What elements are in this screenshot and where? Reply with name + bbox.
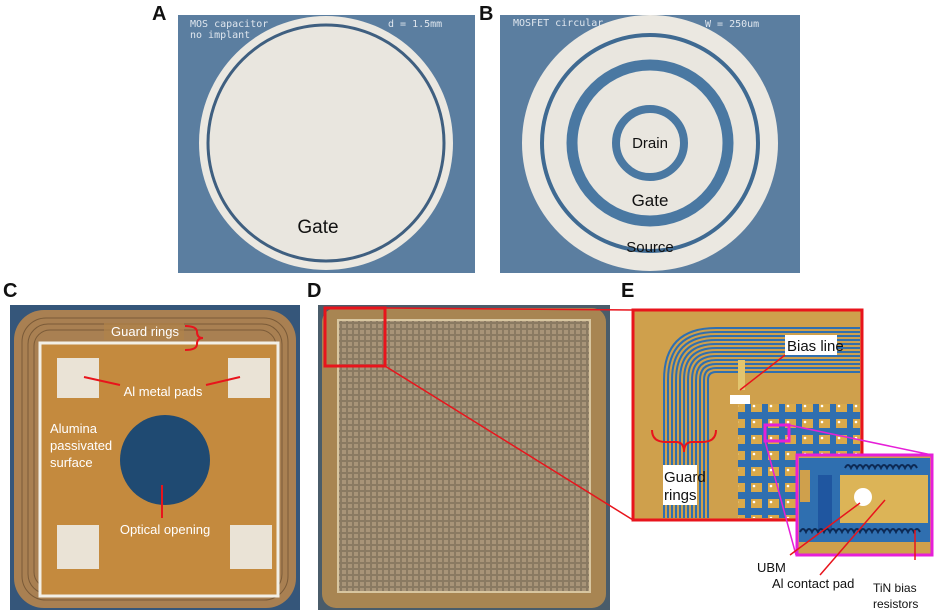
alumina-label: passivated bbox=[50, 438, 112, 453]
panel-label-e: E bbox=[621, 280, 635, 302]
caption-label: no implant bbox=[190, 30, 250, 41]
guard-rings-label: Guard rings bbox=[111, 324, 179, 339]
panel-c-sensor-photo: Guard rings Al metal pads Alumina passiv… bbox=[10, 305, 300, 610]
panel-a-mos-capacitor: MOS capacitor no implant d = 1.5mm Gate bbox=[178, 15, 475, 273]
arrow bbox=[83, 376, 121, 386]
alumina-label: surface bbox=[50, 455, 93, 470]
dimension-label: W = 250um bbox=[705, 19, 759, 30]
alumina-label: Alumina bbox=[50, 421, 98, 436]
tin-resistors-label: TiN bias bbox=[873, 581, 917, 595]
al-contact-pad-label: Al contact pad bbox=[772, 576, 854, 591]
gate-label: Gate bbox=[297, 217, 338, 238]
inset-pixel-detail bbox=[795, 453, 934, 557]
panel-d-pixel-array bbox=[318, 305, 634, 610]
source-label: Source bbox=[626, 239, 674, 256]
dimension-label: d = 1.5mm bbox=[388, 19, 442, 30]
panel-label-c: C bbox=[3, 280, 18, 302]
caption-label: MOS capacitor bbox=[190, 19, 268, 30]
panel-b-mosfet-circular: MOSFET circular W = 250um Drain Gate Sou… bbox=[500, 15, 800, 273]
panel-label-b: B bbox=[479, 3, 494, 25]
panel-e-detail: Bias line Guard rings UBM Al contact pad… bbox=[631, 308, 934, 611]
bias-line-label: Bias line bbox=[787, 338, 844, 355]
brace bbox=[651, 429, 717, 453]
gate-label: Gate bbox=[632, 191, 669, 210]
drain-label: Drain bbox=[632, 135, 668, 152]
optical-opening-label: Optical opening bbox=[120, 522, 210, 537]
guard-rings-label: rings bbox=[664, 487, 697, 504]
al-pads-label: Al metal pads bbox=[124, 384, 203, 399]
arrow bbox=[205, 376, 241, 386]
caption-label: MOSFET circular bbox=[513, 18, 603, 29]
guard-rings-label: Guard bbox=[664, 469, 706, 486]
zoom-region-box bbox=[323, 306, 387, 368]
zoom-region-box bbox=[763, 423, 791, 443]
ubm-label: UBM bbox=[757, 560, 786, 575]
panel-label-a: A bbox=[152, 3, 167, 25]
panel-label-d: D bbox=[307, 280, 322, 302]
tin-resistors-label: resistors bbox=[873, 597, 918, 611]
